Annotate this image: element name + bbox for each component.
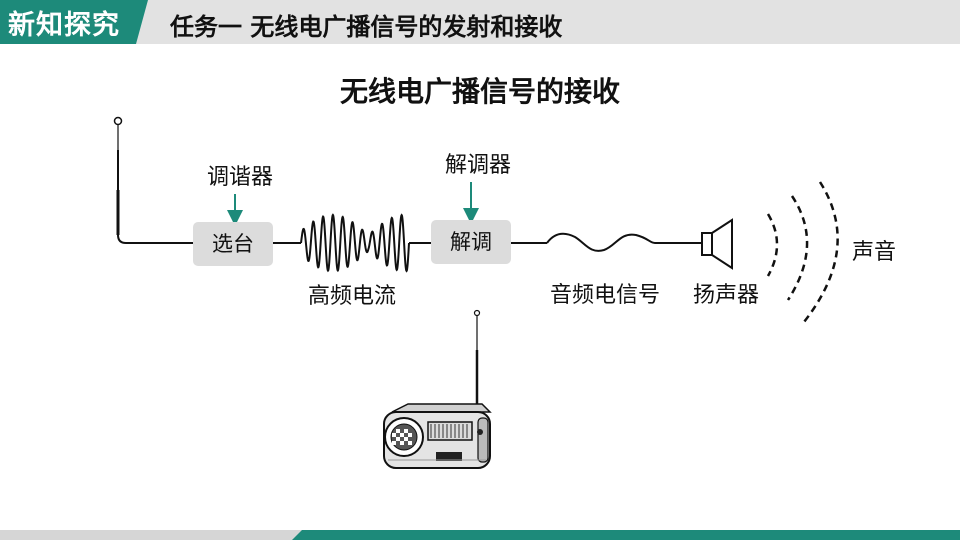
demodulator-box-label: 解调: [450, 230, 492, 254]
demodulator-box: [431, 220, 511, 264]
header-bar: [0, 0, 960, 44]
sound-waves-icon: [766, 181, 839, 323]
footer-bar-accent: [292, 530, 960, 540]
speaker-icon: [701, 218, 733, 270]
sound-label: 声音: [852, 240, 896, 265]
radio-icon: [383, 309, 492, 469]
tuner-label: 调谐器: [207, 165, 273, 190]
section-tag-label: 新知探究: [8, 10, 120, 41]
demodulator-label: 解调器: [445, 153, 511, 178]
audio-signal-label: 音频电信号: [550, 283, 660, 308]
tuner-box-label: 选台: [212, 232, 254, 256]
antenna-icon: [113, 116, 193, 244]
tuner-box: [193, 222, 273, 266]
header-title: 任务一 无线电广播信号的发射和接收: [170, 13, 563, 41]
section-tag: 新知探究: [0, 0, 148, 44]
hf-current-label: 高频电流: [308, 284, 396, 309]
audio-wave: [546, 232, 656, 252]
hf-wave: [300, 213, 410, 273]
speaker-label: 扬声器: [693, 283, 759, 308]
page-title: 无线电广播信号的接收: [339, 75, 620, 108]
footer-bar-gray: [0, 530, 310, 540]
